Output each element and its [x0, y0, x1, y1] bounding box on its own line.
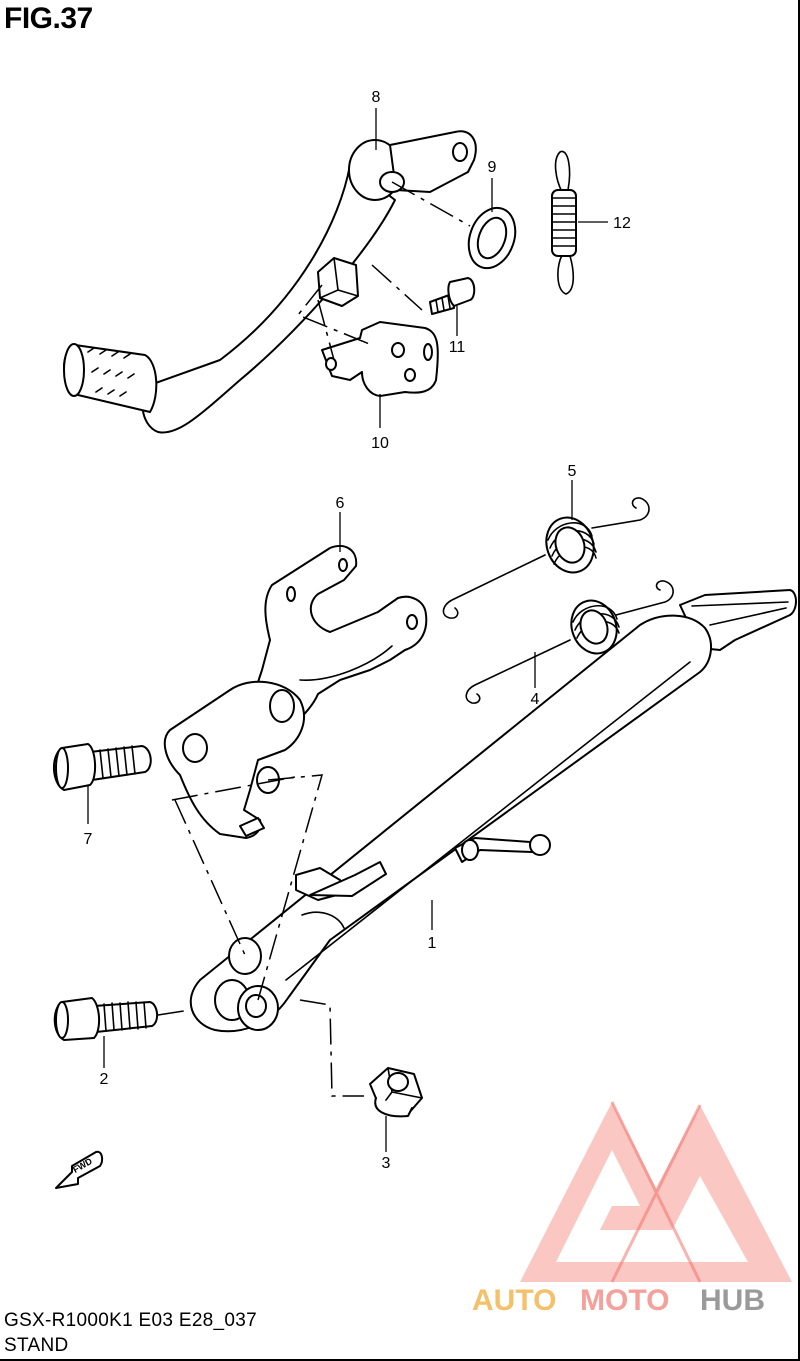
part-6-stand-bracket[interactable]	[163, 545, 428, 839]
part-3-nut[interactable]	[369, 1067, 423, 1118]
pedal-block	[317, 257, 359, 307]
watermark-hub: HUB	[700, 1284, 765, 1317]
callout-5: 5	[568, 463, 577, 480]
footer-section-name: STAND	[4, 1335, 69, 1356]
part-9-washer[interactable]	[461, 201, 524, 274]
footer-model-code: GSX-R1000K1 E03 E28_037	[4, 1310, 258, 1331]
callout-7: 7	[84, 831, 93, 848]
watermark-auto: AUTO	[472, 1284, 556, 1317]
callout-1: 1	[428, 935, 437, 952]
watermark-logo-icon	[520, 1101, 792, 1283]
callout-2: 2	[100, 1071, 109, 1088]
callout-12: 12	[613, 215, 631, 232]
part-12-spring[interactable]	[551, 150, 577, 295]
figure-title: FIG.37	[4, 2, 93, 35]
part-5-spring[interactable]	[442, 497, 650, 619]
callout-11: 11	[449, 339, 466, 356]
part-2-bolt[interactable]	[53, 997, 158, 1041]
callout-4: 4	[531, 691, 540, 708]
part-4-spring[interactable]	[465, 580, 674, 704]
callout-3: 3	[382, 1155, 391, 1172]
part-1-side-stand[interactable]	[189, 589, 797, 1033]
callout-6: 6	[336, 495, 345, 512]
callout-10: 10	[371, 435, 389, 452]
part-7-bolt[interactable]	[53, 743, 152, 791]
fwd-arrow-icon: FWD	[55, 1150, 104, 1189]
part-11-bolt[interactable]	[429, 277, 476, 315]
watermark-moto: MOTO	[580, 1284, 669, 1317]
callout-9: 9	[488, 159, 497, 176]
callout-8: 8	[372, 89, 381, 106]
part-10-bracket[interactable]	[321, 321, 439, 397]
